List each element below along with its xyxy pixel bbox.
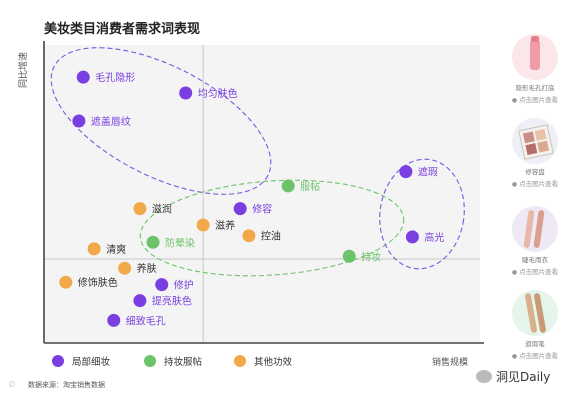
product-card-palette[interactable]: 修容盘 ●点击图片查看 (496, 118, 574, 188)
point-label-高光: 高光 (424, 231, 444, 244)
product-name: 修容盘 (525, 168, 545, 176)
legend-item-其他功效: 其他功效 (234, 354, 292, 368)
point-遮盖唇纹 (72, 114, 86, 128)
point-滋养 (196, 218, 210, 232)
cluster-ellipse-top-left (50, 47, 272, 195)
product-link[interactable]: ●点击图片查看 (511, 352, 559, 360)
legend-swatch-purple (52, 355, 64, 367)
y-axis-label: 同比增速 (17, 52, 29, 88)
point-滋润 (133, 202, 147, 216)
product-link[interactable]: ●点击图片查看 (511, 180, 559, 188)
point-label-遮盖唇纹: 遮盖唇纹 (91, 115, 131, 128)
product-card-concealer[interactable]: 遮瑕笔 ●点击图片查看 (496, 290, 574, 360)
watermark: © (8, 380, 16, 389)
point-label-滋养: 滋养 (215, 219, 235, 232)
primer-tube-icon[interactable] (512, 34, 558, 80)
brand-watermark: 洞见Daily (476, 368, 550, 385)
cluster-ellipse-center (139, 179, 405, 277)
point-label-服帖: 服帖 (300, 180, 320, 193)
data-source: 数据来源：淘宝销售数据 (28, 381, 105, 389)
point-遮瑕 (399, 165, 413, 179)
legend-swatch-orange (234, 355, 246, 367)
point-label-滋润: 滋润 (152, 203, 172, 216)
legend-swatch-green (144, 355, 156, 367)
point-label-防晕染: 防晕染 (165, 236, 195, 249)
point-防晕染 (146, 235, 160, 249)
legend-label: 其他功效 (254, 357, 293, 368)
point-控油 (242, 229, 256, 243)
point-均匀肤色 (179, 86, 193, 100)
point-label-持妆: 持妆 (361, 250, 381, 263)
legend-item-局部细妆: 局部细妆 (52, 354, 110, 368)
mascara-icon[interactable] (512, 206, 558, 252)
point-label-修饰肤色: 修饰肤色 (78, 276, 118, 289)
product-sidebar: 隐形毛孔打底 ●点击图片查看 修容盘 ●点击图片查看 睫毛雨衣 ●点击图片查看 … (496, 0, 574, 401)
point-label-控油: 控油 (261, 230, 281, 243)
product-card-mascara[interactable]: 睫毛雨衣 ●点击图片查看 (496, 206, 574, 276)
wechat-icon (476, 370, 492, 383)
legend-item-持妆服帖: 持妆服帖 (144, 354, 202, 368)
product-name: 隐形毛孔打底 (515, 84, 555, 92)
point-label-修护: 修护 (174, 279, 194, 292)
point-清爽 (87, 242, 101, 256)
product-card-primer[interactable]: 隐形毛孔打底 ●点击图片查看 (496, 34, 574, 104)
point-label-遮瑕: 遮瑕 (418, 166, 438, 179)
page-title: 美妆类目消费者需求词表现 (44, 22, 201, 37)
cluster-ellipse-right (379, 158, 465, 270)
point-label-毛孔隐形: 毛孔隐形 (95, 72, 135, 84)
point-修护 (155, 278, 169, 292)
point-持妆 (342, 249, 356, 263)
point-label-清爽: 清爽 (106, 243, 126, 256)
point-label-细致毛孔: 细致毛孔 (126, 314, 166, 327)
point-毛孔隐形 (76, 70, 90, 84)
plot-area (44, 45, 480, 343)
point-高光 (405, 230, 419, 244)
point-label-养肤: 养肤 (137, 262, 157, 275)
point-修饰肤色 (59, 275, 73, 289)
point-label-修容: 修容 (252, 203, 272, 216)
contour-palette-icon[interactable] (512, 118, 558, 164)
product-name: 睫毛雨衣 (522, 256, 548, 264)
point-养肤 (118, 261, 132, 275)
product-name: 遮瑕笔 (525, 340, 545, 348)
x-axis-label: 销售规模 (432, 356, 468, 368)
point-细致毛孔 (107, 313, 121, 327)
legend-label: 局部细妆 (72, 357, 111, 368)
point-服帖 (281, 179, 295, 193)
product-link[interactable]: ●点击图片查看 (511, 268, 559, 276)
point-label-均匀肤色: 均匀肤色 (198, 87, 238, 100)
legend-label: 持妆服帖 (164, 357, 203, 368)
point-修容 (233, 202, 247, 216)
point-提亮肤色 (133, 294, 147, 308)
product-link[interactable]: ●点击图片查看 (511, 96, 559, 104)
point-label-提亮肤色: 提亮肤色 (152, 295, 192, 308)
concealer-pen-icon[interactable] (512, 290, 558, 336)
